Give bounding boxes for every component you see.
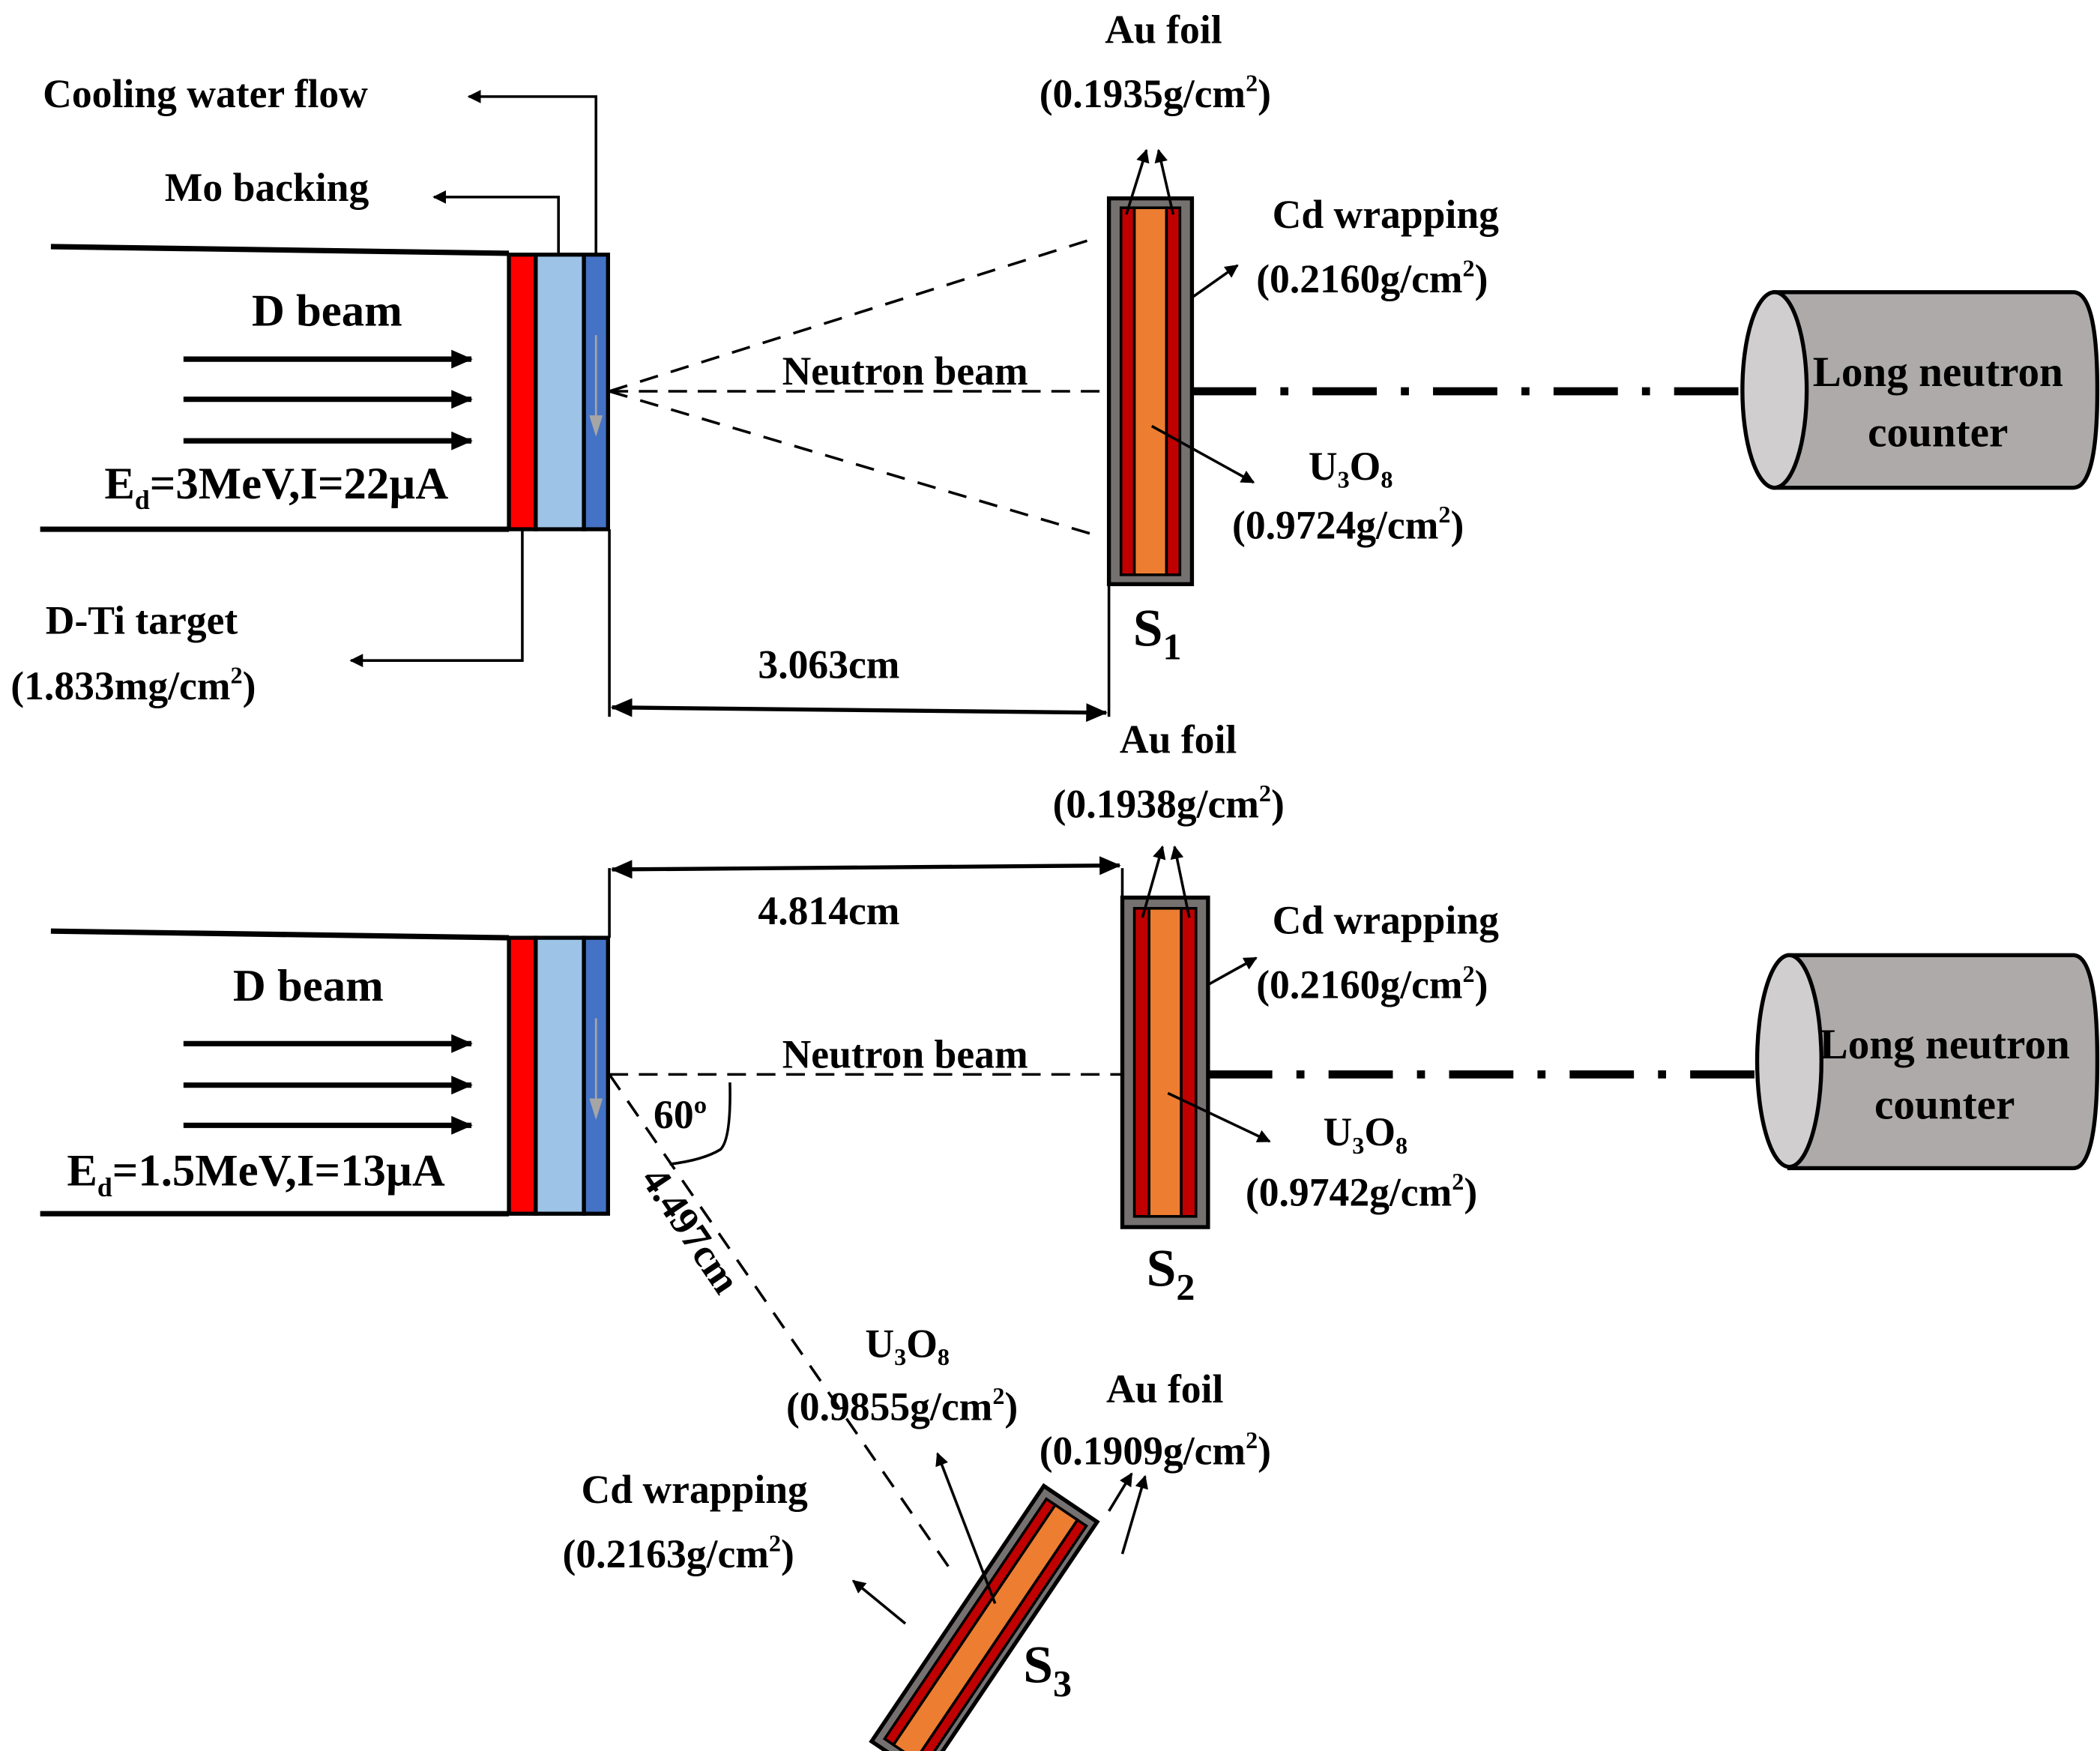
cd-wrapping-label: Cd wrapping: [1273, 192, 1500, 237]
mo-backing-layer: [534, 935, 586, 1216]
angle-arc: [669, 1082, 731, 1166]
sample-s2: [1120, 895, 1210, 1229]
au-foil-label: Au foil: [1105, 7, 1222, 52]
au-foil-thickness: (0.1909g/cm2): [1040, 1426, 1271, 1473]
counter-body: [1787, 953, 2100, 1171]
sample-s1: [1106, 196, 1195, 587]
u3o8-thickness: (0.9742g/cm2): [1246, 1168, 1477, 1214]
d-beam-label: D beam: [252, 286, 402, 336]
cooling-water-leader: [467, 89, 597, 255]
au-foil-leader: [1170, 845, 1191, 918]
distance-label: 3.063cm: [758, 642, 899, 687]
distance-dimension-arrow: [610, 698, 1108, 723]
u3o8-label: U3O8: [1324, 1109, 1408, 1159]
beam-tube-top-wall: [50, 244, 510, 256]
au-foil-back: [914, 1518, 1088, 1751]
au-foil-thickness: (0.1938g/cm2): [1053, 780, 1285, 826]
top-setup: D beam Ed=3MeV,I=22µA Cooling water flow…: [10, 7, 2100, 723]
mo-backing-label: Mo backing: [165, 165, 369, 210]
sample-s1-label: S1: [1133, 599, 1182, 668]
u3o8-layer: [1132, 206, 1168, 576]
au-foil-front: [1119, 206, 1136, 576]
u3o8-leader: [935, 1452, 997, 1604]
cd-wrapping-leader: [851, 1579, 907, 1625]
neutron-beam-label: Neutron beam: [782, 1031, 1028, 1076]
long-neutron-counter: Long neutron counter: [1740, 290, 2100, 490]
beam-tube-top-wall: [50, 928, 510, 941]
u3o8-leader: [1167, 1091, 1271, 1143]
au-foil-leader: [1125, 148, 1150, 215]
angled-distance-label: 4.497cm: [633, 1159, 749, 1301]
mo-backing-layer: [534, 253, 586, 531]
cd-wrapping-thickness: (0.2160g/cm2): [1256, 960, 1488, 1007]
u3o8-leader: [1150, 424, 1255, 484]
au-foil-back: [1165, 206, 1182, 576]
water-flow-arrowhead-icon: [589, 415, 603, 437]
d-beam-label: D beam: [233, 961, 384, 1011]
u3o8-label: U3O8: [865, 1321, 950, 1370]
neutron-cone-upper: [609, 235, 1099, 393]
u3o8-layer: [891, 1503, 1080, 1751]
beam-params-label: Ed=1.5MeV,I=13µA: [67, 1146, 445, 1202]
counter-face: [1740, 290, 1809, 490]
angled-beam-line: [608, 1073, 955, 1575]
u3o8-label: U3O8: [1309, 444, 1393, 493]
cd-wrapping-thickness: (0.2163g/cm2): [563, 1530, 794, 1576]
counter-body: [1772, 290, 2100, 490]
u3o8-thickness: (0.9855g/cm2): [786, 1382, 1018, 1429]
dti-target-leader: [349, 529, 524, 668]
neutron-cone-lower: [609, 390, 1099, 537]
counter-label-line1: Long neutron: [1820, 1021, 2070, 1068]
dti-target-layer: [507, 253, 538, 531]
beam-params-label: Ed=3MeV,I=22µA: [104, 459, 448, 515]
counter-label-line1: Long neutron: [1813, 349, 2063, 396]
cd-wrapping-thickness: (0.2160g/cm2): [1256, 254, 1488, 301]
dti-target-thickness: (1.833mg/cm2): [10, 662, 256, 708]
au-foil-leader: [1141, 845, 1166, 918]
counter-label-line2: counter: [1868, 409, 2008, 456]
au-foil-front: [1132, 906, 1151, 1218]
neutron-beam-label: Neutron beam: [782, 349, 1028, 394]
au-foil-leader: [1108, 1472, 1133, 1512]
dti-target-label: D-Ti target: [46, 597, 238, 642]
mo-backing-leader: [432, 190, 560, 255]
au-foil-leader: [1120, 1474, 1148, 1555]
cd-wrapping-label: Cd wrapping: [1273, 898, 1500, 943]
counter-face: [1754, 953, 1823, 1169]
au-foil-leader: [1154, 148, 1175, 215]
distance-dimension-arrow: [610, 856, 1121, 879]
u3o8-thickness: (0.9724g/cm2): [1232, 501, 1464, 547]
sample-s2-label: S2: [1147, 1239, 1195, 1308]
sample-s3-label: S3: [1023, 1636, 1072, 1705]
sample-s3: [869, 1483, 1100, 1751]
au-foil-label: Au foil: [1120, 717, 1237, 762]
dti-target-layer: [507, 935, 538, 1216]
cd-wrapping-leader: [1191, 264, 1239, 299]
u3o8-layer: [1147, 906, 1183, 1218]
au-foil-label: Au foil: [1106, 1366, 1223, 1411]
distance-label: 4.814cm: [758, 888, 899, 933]
cd-wrapping-label: Cd wrapping: [582, 1467, 809, 1512]
counter-label-line2: counter: [1874, 1081, 2015, 1128]
au-foil-thickness: (0.1935g/cm2): [1040, 70, 1271, 116]
cd-wrapping-leader: [1207, 956, 1258, 986]
angle-label: 60º: [654, 1092, 707, 1137]
bottom-setup: D beam Ed=1.5MeV,I=13µA Neutron beam 60º…: [40, 717, 2100, 1751]
au-foil-back: [1180, 906, 1198, 1218]
water-flow-arrowhead-icon: [589, 1098, 603, 1121]
long-neutron-counter: Long neutron counter: [1754, 953, 2100, 1171]
cooling-water-flow-label: Cooling water flow: [43, 71, 368, 116]
